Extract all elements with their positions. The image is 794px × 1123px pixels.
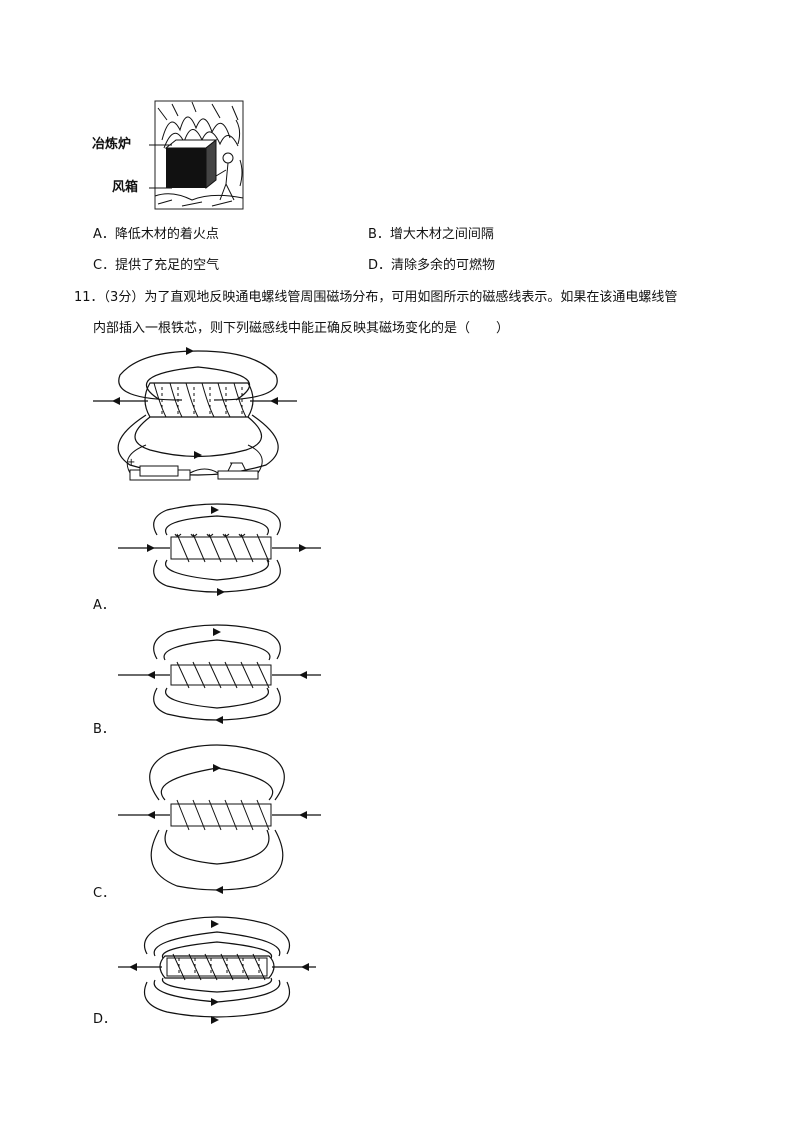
q11-stem-line1: 11．（3分）为了直观地反映通电螺线管周围磁场分布，可用如图所示的磁感线表示。如…: [74, 289, 677, 307]
question-number: 11．: [74, 290, 104, 305]
option-letter: B．: [368, 227, 390, 242]
q11-option-d-label[interactable]: D．: [93, 1012, 117, 1027]
battery-plus-sign: +: [127, 457, 135, 468]
option-b-figure: [118, 624, 321, 724]
furnace-illustration: [149, 100, 244, 210]
question-text: 为了直观地反映通电螺线管周围磁场分布，可用如图所示的磁感线表示。如果在该通电螺线…: [144, 290, 678, 305]
q10-option-d[interactable]: D．清除多余的可燃物: [368, 257, 495, 275]
q10-option-c[interactable]: C．提供了充足的空气: [93, 257, 219, 275]
q11-option-c-label[interactable]: C．: [93, 886, 116, 901]
question-score: （3分）: [103, 290, 145, 305]
option-text: 提供了充足的空气: [115, 258, 220, 273]
option-a-figure: [118, 503, 321, 596]
q10-option-a[interactable]: A．降低木材的着火点: [93, 226, 219, 244]
option-text: 降低木材的着火点: [114, 227, 219, 242]
option-letter: A．: [93, 227, 115, 242]
q11-option-b-label[interactable]: B．: [93, 722, 115, 737]
q11-stem-line2: 内部插入一根铁芯，则下列磁感线中能正确反映其磁场变化的是（ ）: [93, 321, 510, 336]
option-text: 增大木材之间间隔: [389, 227, 494, 242]
q10-option-b[interactable]: B．增大木材之间间隔: [368, 226, 494, 244]
q11-option-a-label[interactable]: A．: [93, 598, 115, 613]
label-furnace: 冶炼炉: [92, 137, 132, 152]
option-text: 清除多余的可燃物: [391, 258, 496, 273]
solenoid-figure-original: +: [93, 347, 297, 481]
option-letter: C．: [93, 258, 116, 273]
option-d-figure: [118, 916, 316, 1024]
option-c-figure: [118, 744, 321, 894]
label-bellows: 风箱: [112, 180, 139, 195]
furnace-figure: 冶炼炉 风箱: [92, 100, 252, 212]
option-letter: D．: [368, 258, 392, 273]
